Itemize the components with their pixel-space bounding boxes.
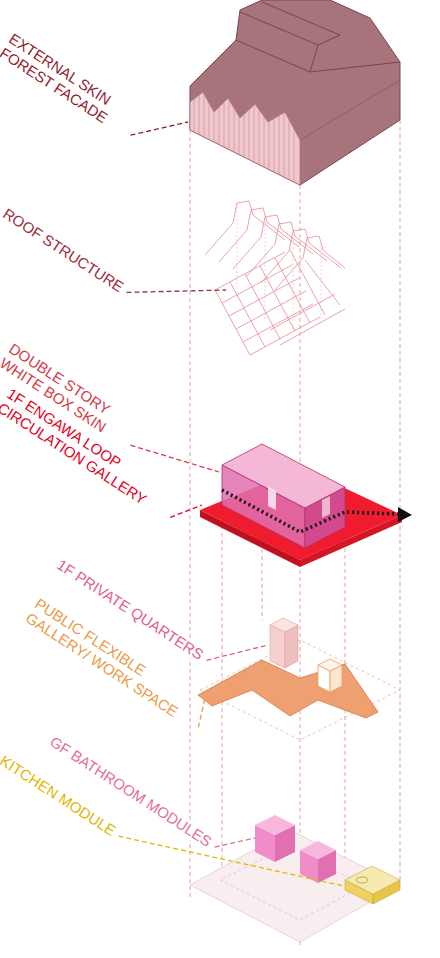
roof-mass [190, 0, 400, 185]
ground-floor-plan [190, 815, 400, 942]
part-label-holder: GF BATHROOM MODULES [46, 733, 215, 851]
leader-line [215, 838, 255, 847]
part-label: GF BATHROOM MODULES [46, 732, 215, 850]
forest-facade [190, 90, 300, 190]
first-floor-plan [198, 618, 400, 740]
leader-line [198, 698, 205, 727]
leader-line [119, 836, 345, 886]
part-label: EXTERNAL SKIN FOREST FACADE [0, 29, 115, 126]
leader-lines [119, 122, 345, 886]
part-label-holder: PUBLIC FLEXIBLE GALLERY/ WORK SPACE [22, 595, 208, 732]
leader-line [127, 290, 227, 292]
leader-line [207, 645, 269, 660]
part-label: ROOF STRUCTURE [0, 204, 128, 296]
leader-line [131, 445, 220, 472]
part-label-holder: ROOF STRUCTURE [0, 205, 127, 296]
roof-structure-droplines [237, 203, 321, 330]
part-label: PUBLIC FLEXIBLE GALLERY/ WORK SPACE [22, 594, 182, 720]
leader-line [131, 122, 189, 135]
leader-line [170, 505, 202, 517]
circulation-loop [222, 490, 412, 532]
roof-structure [205, 201, 345, 355]
part-label-holder: EXTERNAL SKIN FOREST FACADE [0, 30, 140, 139]
white-box-skin [222, 444, 345, 548]
